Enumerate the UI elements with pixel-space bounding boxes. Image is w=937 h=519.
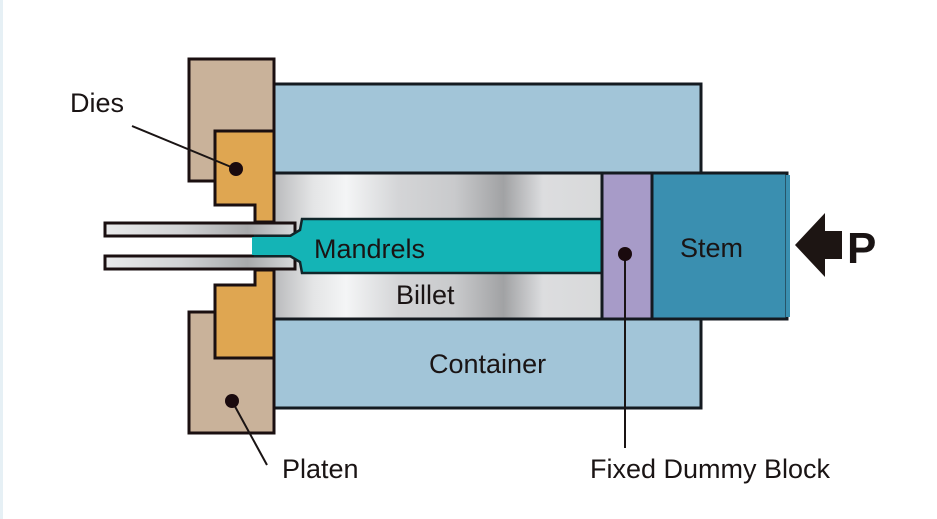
platen-leader-line	[231, 400, 268, 466]
dies-leader-line	[131, 125, 237, 170]
dummy-block-leader-dot	[618, 247, 632, 261]
mandrels-label: Mandrels	[314, 234, 425, 264]
die-lower	[213, 268, 276, 360]
die-upper	[213, 129, 276, 224]
stem-open-end	[786, 175, 790, 317]
platen-leader-dot	[225, 394, 239, 408]
mandrel	[253, 217, 604, 275]
container-label: Container	[429, 349, 546, 379]
pressure-arrow-icon	[795, 213, 842, 277]
stem	[650, 171, 789, 321]
extruded-tube-lower	[103, 254, 297, 271]
left-edge-strip	[0, 0, 3, 519]
billet-label: Billet	[396, 280, 455, 310]
extruded-tube-upper	[103, 221, 297, 238]
fixed-dummy-block	[600, 171, 654, 321]
dies-leader-dot	[229, 162, 243, 176]
dies-label: Dies	[70, 88, 124, 118]
stem-label: Stem	[680, 233, 743, 263]
mandrel-tip	[252, 237, 296, 255]
pressure-label: P	[847, 224, 876, 273]
platen-label: Platen	[282, 454, 359, 484]
fixed-dummy-block-label: Fixed Dummy Block	[590, 454, 831, 484]
